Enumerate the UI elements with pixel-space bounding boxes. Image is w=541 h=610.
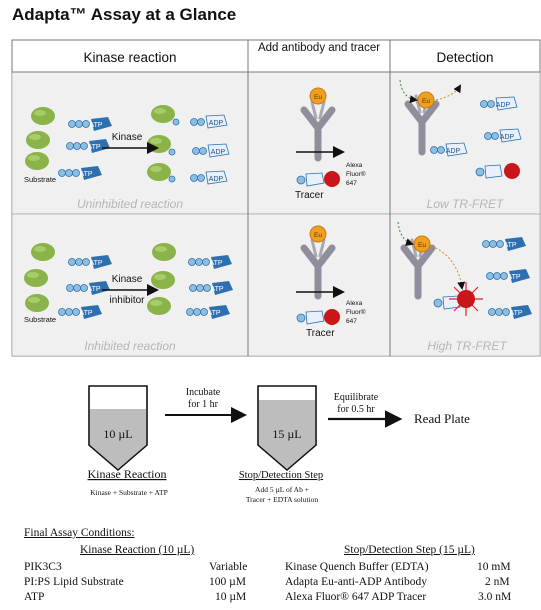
tube-1-volume: 10 µL — [103, 427, 132, 441]
eu-label: Eu — [422, 98, 430, 105]
condition-name: PI:PS Lipid Substrate — [24, 576, 124, 588]
tube-2-subtitle: Tracer + EDTA solution — [246, 495, 319, 504]
condition-value: 10 µM — [215, 591, 247, 603]
row-2-caption: Inhibited reaction — [84, 339, 176, 353]
adp-label: ADP — [211, 149, 226, 156]
atp-label: ATP — [87, 144, 100, 151]
condition-value: Variable — [209, 561, 248, 573]
adp-label: ADP — [209, 120, 224, 127]
condition-name: Alexa Fluor® 647 ADP Tracer — [285, 591, 427, 603]
alexa-label: Fluor® — [346, 170, 366, 178]
column-header-antibody: Add antibody and tracer — [257, 42, 381, 54]
inhibitor-arrow-label: inhibitor — [109, 295, 145, 306]
condition-name: Kinase Quench Buffer (EDTA) — [285, 561, 429, 573]
atp-label: ATP — [210, 286, 223, 293]
alexa-label: Alexa — [346, 162, 363, 169]
substrate-label: Substrate — [24, 175, 56, 184]
kinase-arrow-label: Kinase — [112, 274, 143, 285]
adp-label: ADP — [446, 148, 461, 155]
atp-label: ATP — [507, 274, 520, 281]
row-1-antibody-illustration — [296, 87, 345, 187]
atp-label: ATP — [509, 310, 522, 317]
substrate-label: Substrate — [24, 315, 56, 324]
condition-value: 10 mM — [477, 561, 511, 573]
incubate-label: Incubate — [186, 387, 221, 398]
column-header-detection: Detection — [436, 50, 493, 65]
read-plate-label: Read Plate — [414, 411, 470, 426]
tracer-label: Tracer — [306, 328, 335, 339]
tube-2-volume: 15 µL — [272, 427, 301, 441]
condition-name: ATP — [24, 591, 45, 603]
alexa-label: Alexa — [346, 300, 363, 307]
eu-label: Eu — [314, 94, 322, 101]
atp-label: ATP — [207, 310, 220, 317]
incubate-label: for 1 hr — [188, 399, 219, 410]
adp-label: ADP — [500, 134, 515, 141]
tracer-label: Tracer — [295, 190, 324, 201]
condition-value: 2 nM — [485, 576, 510, 588]
atp-label: ATP — [89, 122, 102, 129]
row-1-detection-caption: Low TR-FRET — [427, 197, 505, 211]
eu-label: Eu — [314, 232, 322, 239]
condition-value: 100 µM — [209, 576, 246, 588]
alexa-label: 647 — [346, 318, 357, 325]
row-1-kinase-illustration — [25, 105, 230, 185]
row-2-detection-caption: High TR-FRET — [427, 339, 508, 353]
equilibrate-label: Equilibrate — [334, 392, 379, 403]
column-header-kinase: Kinase reaction — [83, 50, 176, 65]
kinase-reaction-header: Kinase Reaction (10 µL) — [80, 544, 195, 556]
alexa-label: Fluor® — [346, 308, 366, 316]
condition-name: PIK3C3 — [24, 561, 62, 573]
tube-1-subtitle: Kinase + Substrate + ATP — [90, 488, 168, 497]
adp-label: ADP — [496, 102, 511, 109]
atp-label: ATP — [87, 286, 100, 293]
atp-label: ATP — [79, 171, 92, 178]
atp-label: ATP — [79, 310, 92, 317]
row-2-antibody-illustration — [296, 225, 345, 325]
row-1-detection-illustration — [399, 79, 522, 179]
eu-label: Eu — [418, 242, 426, 249]
condition-value: 3.0 nM — [478, 591, 512, 603]
tube-2-title: Stop/Detection Step — [239, 470, 323, 481]
kinase-arrow-label: Kinase — [112, 132, 143, 143]
row-1-caption: Uninhibited reaction — [77, 197, 183, 211]
tube-2-subtitle: Add 5 µL of Ab + — [255, 485, 309, 494]
page-title: Adapta™ Assay at a Glance — [12, 5, 237, 24]
atp-label: ATP — [503, 242, 516, 249]
condition-name: Adapta Eu-anti-ADP Antibody — [285, 576, 428, 588]
tube-1-title: Kinase Reaction — [88, 467, 167, 481]
row-2-detection-illustration — [397, 221, 533, 320]
stop-detection-header: Stop/Detection Step (15 µL) — [344, 544, 475, 556]
final-conditions-heading: Final Assay Conditions: — [24, 527, 135, 539]
adp-label: ADP — [209, 176, 224, 183]
atp-label: ATP — [209, 260, 222, 267]
alexa-label: 647 — [346, 180, 357, 187]
equilibrate-label: for 0.5 hr — [337, 404, 375, 415]
atp-label: ATP — [89, 260, 102, 267]
